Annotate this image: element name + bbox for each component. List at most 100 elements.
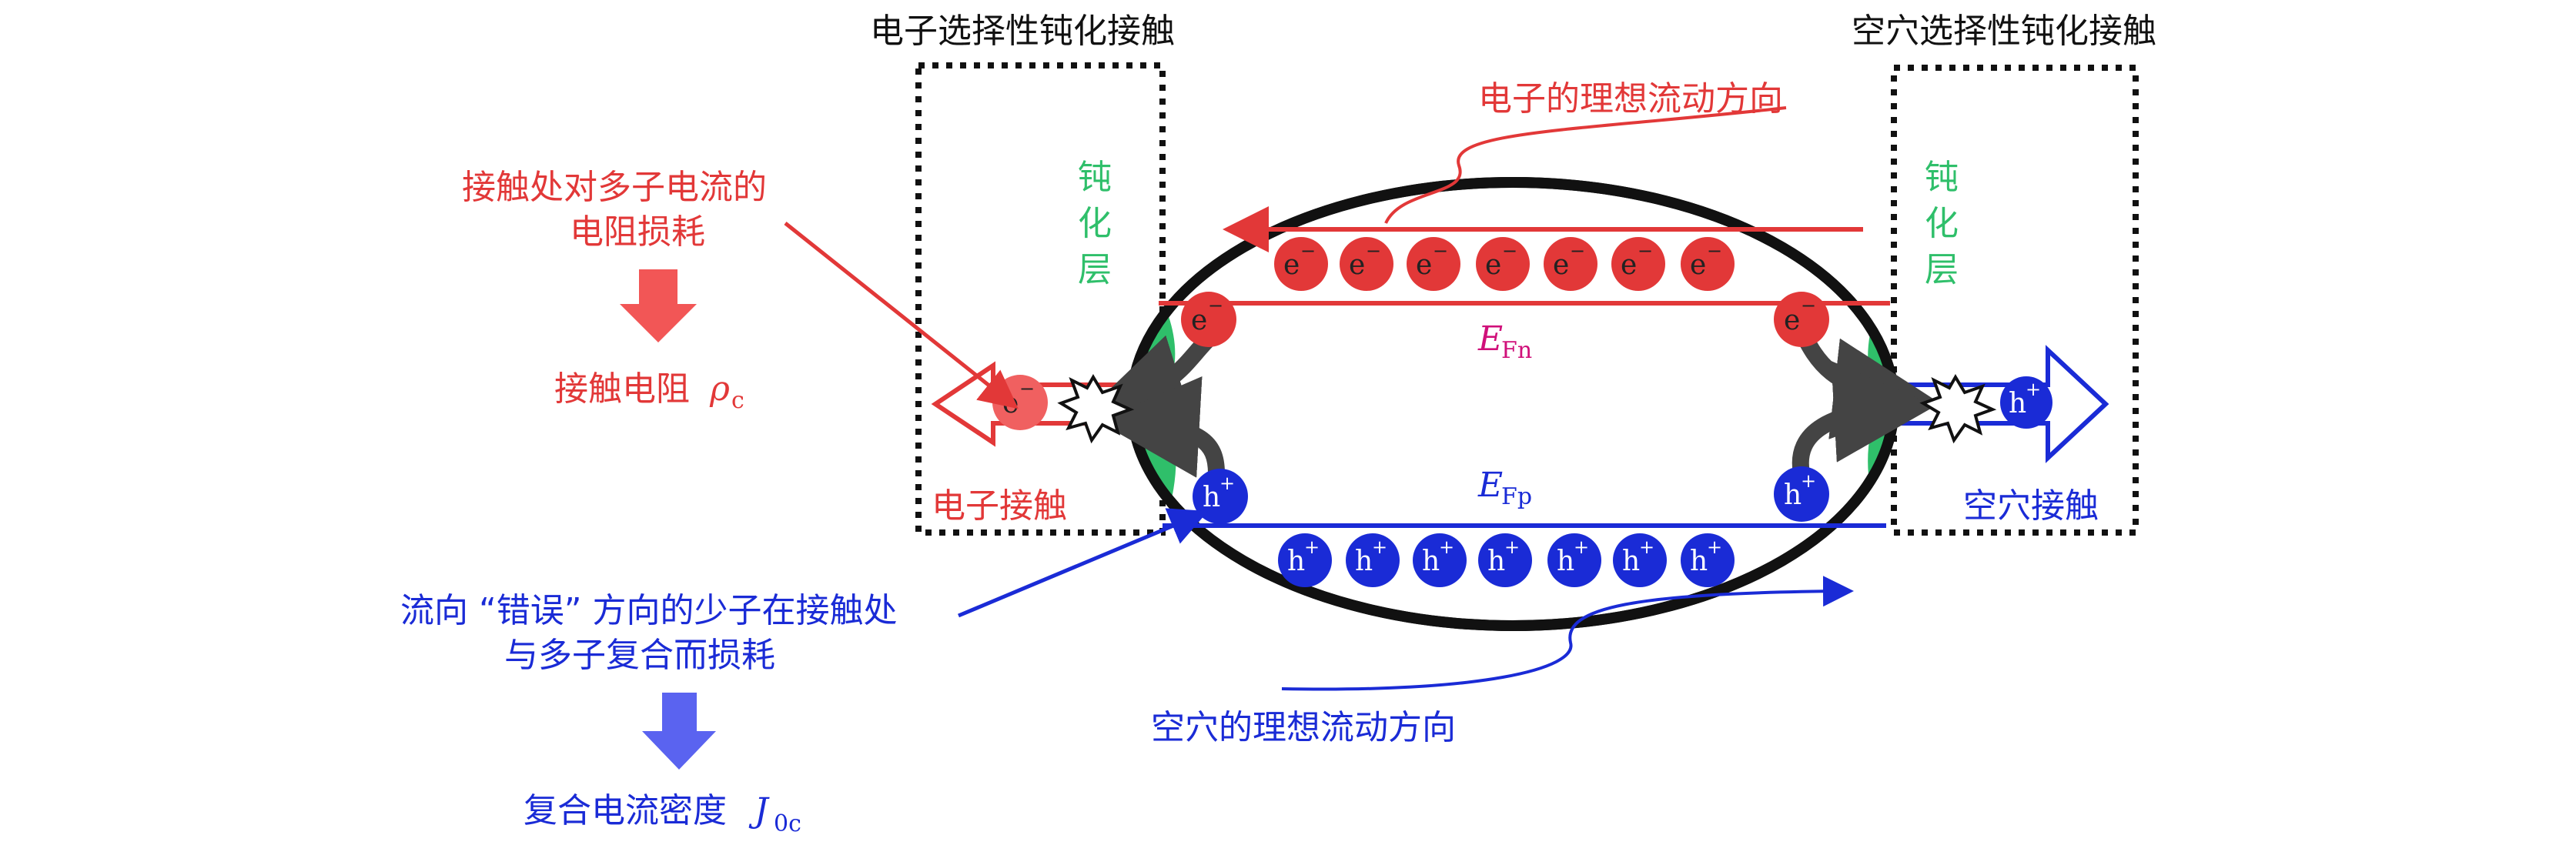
hole: h+ — [1346, 533, 1400, 587]
svg-text:e: e — [1349, 249, 1365, 281]
svg-text:h: h — [1784, 479, 1802, 511]
electron: e− — [1274, 237, 1328, 291]
hole: h+ — [1278, 533, 1332, 587]
svg-text:h: h — [1203, 482, 1220, 513]
electron-near-left-contact: e − — [1181, 292, 1236, 347]
svg-text:+: + — [1639, 536, 1654, 558]
electron-contact-label: 电子接触 — [932, 486, 1067, 526]
hole: h+ — [1681, 533, 1735, 587]
svg-text:钝: 钝 — [1078, 158, 1112, 197]
svg-text:h: h — [1690, 546, 1708, 577]
electron: e− — [1407, 237, 1460, 291]
svg-text:e: e — [1784, 305, 1800, 336]
svg-text:+: + — [1439, 536, 1454, 558]
svg-text:e: e — [1283, 249, 1300, 281]
electron: e− — [1340, 237, 1393, 291]
electron-ideal-flow-pointer — [1384, 106, 1787, 224]
majority-loss-line2: 电阻损耗 — [570, 212, 705, 252]
svg-text:e: e — [1191, 305, 1207, 336]
hole-at-right-contact: h + — [2000, 376, 2052, 429]
svg-text:J: J — [748, 791, 770, 830]
electron: e− — [1611, 237, 1665, 291]
svg-text:+: + — [1304, 536, 1320, 558]
svg-text:−: − — [1433, 240, 1448, 262]
left-recombination-burst — [1057, 374, 1135, 444]
svg-text:h: h — [1487, 546, 1505, 577]
electron: e− — [1681, 237, 1735, 291]
minority-loss-pointer — [958, 508, 1209, 618]
majority-loss-line1: 接触处对多子电流的 — [462, 168, 767, 207]
svg-text:c: c — [731, 387, 744, 414]
svg-text:+: + — [1707, 536, 1722, 558]
hole-ideal-flow-label: 空穴的理想流动方向 — [1151, 708, 1456, 747]
electron-near-right-contact: e − — [1774, 292, 1829, 347]
svg-text:接触电阻: 接触电阻 — [554, 369, 690, 409]
svg-text:h: h — [1355, 546, 1373, 577]
svg-text:+: + — [1219, 473, 1235, 494]
svg-text:h: h — [2009, 388, 2026, 419]
svg-text:0c: 0c — [774, 810, 801, 837]
svg-text:+: + — [1504, 536, 1520, 558]
svg-text:Fp: Fp — [1501, 483, 1532, 510]
passivation-label-right: 钝 化 层 — [1925, 158, 1959, 289]
svg-text:e: e — [1621, 249, 1637, 281]
hole-contact-title: 空穴选择性钝化接触 — [1852, 12, 2156, 51]
svg-text:+: + — [1574, 536, 1589, 558]
svg-text:e: e — [1690, 249, 1706, 281]
svg-text:h: h — [1622, 546, 1640, 577]
hole-contact-box — [1891, 65, 2139, 536]
hole: h+ — [1613, 533, 1667, 587]
minority-loss-line2: 与多子复合而损耗 — [504, 636, 775, 675]
svg-text:−: − — [1570, 240, 1585, 262]
recomb-down-arrow — [642, 693, 716, 770]
svg-text:钝: 钝 — [1925, 158, 1959, 197]
electron: e− — [1544, 237, 1597, 291]
svg-text:e: e — [1553, 249, 1569, 281]
svg-text:E: E — [1477, 466, 1503, 505]
hole-near-right-contact: h + — [1774, 466, 1829, 522]
hole-contact-label: 空穴接触 — [1963, 486, 2099, 526]
svg-text:Fn: Fn — [1501, 337, 1532, 364]
electron-at-left-contact: e − — [992, 375, 1048, 430]
electron: e− — [1476, 237, 1530, 291]
svg-text:复合电流密度: 复合电流密度 — [524, 791, 727, 830]
hole-ideal-flow-pointer — [1281, 576, 1854, 691]
svg-text:+: + — [2026, 379, 2041, 400]
svg-text:化: 化 — [1925, 204, 1959, 243]
svg-text:h: h — [1422, 546, 1440, 577]
electron-contact-title: 电子选择性钝化接触 — [870, 12, 1175, 51]
hole-row: h+h+h+h+h+h+h+ — [1278, 533, 1735, 587]
passivation-label-left: 钝 化 层 — [1078, 158, 1112, 289]
svg-text:+: + — [1801, 470, 1816, 492]
svg-text:h: h — [1287, 546, 1305, 577]
efn-label: E Fn — [1477, 319, 1532, 364]
svg-text:−: − — [1801, 295, 1816, 316]
svg-text:层: 层 — [1925, 250, 1959, 289]
hole: h+ — [1547, 533, 1601, 587]
hole: h+ — [1413, 533, 1467, 587]
svg-text:−: − — [1300, 240, 1316, 262]
hole: h+ — [1478, 533, 1532, 587]
svg-text:e: e — [1416, 249, 1432, 281]
svg-text:层: 层 — [1078, 250, 1112, 289]
contact-resistance-label: 接触电阻 ρ c — [554, 369, 744, 414]
svg-text:−: − — [1707, 240, 1722, 262]
svg-text:−: − — [1366, 240, 1381, 262]
svg-text:+: + — [1372, 536, 1387, 558]
left-hole-path — [1098, 376, 1225, 478]
svg-text:e: e — [1485, 249, 1501, 281]
right-recombination-burst — [1919, 374, 1997, 444]
svg-text:−: − — [1208, 295, 1223, 316]
svg-text:−: − — [1638, 240, 1653, 262]
resistance-down-arrow — [620, 269, 697, 342]
svg-text:−: − — [1502, 240, 1517, 262]
svg-text:−: − — [1019, 378, 1035, 399]
svg-text:ρ: ρ — [709, 369, 730, 409]
electron-contact-box — [915, 62, 1166, 536]
svg-text:化: 化 — [1078, 204, 1112, 243]
right-hole-path — [1791, 361, 1935, 475]
svg-text:h: h — [1557, 546, 1574, 577]
majority-loss-pointer — [784, 222, 1019, 409]
minority-loss-line1: 流向 “错误” 方向的少子在接触处 — [400, 591, 898, 630]
